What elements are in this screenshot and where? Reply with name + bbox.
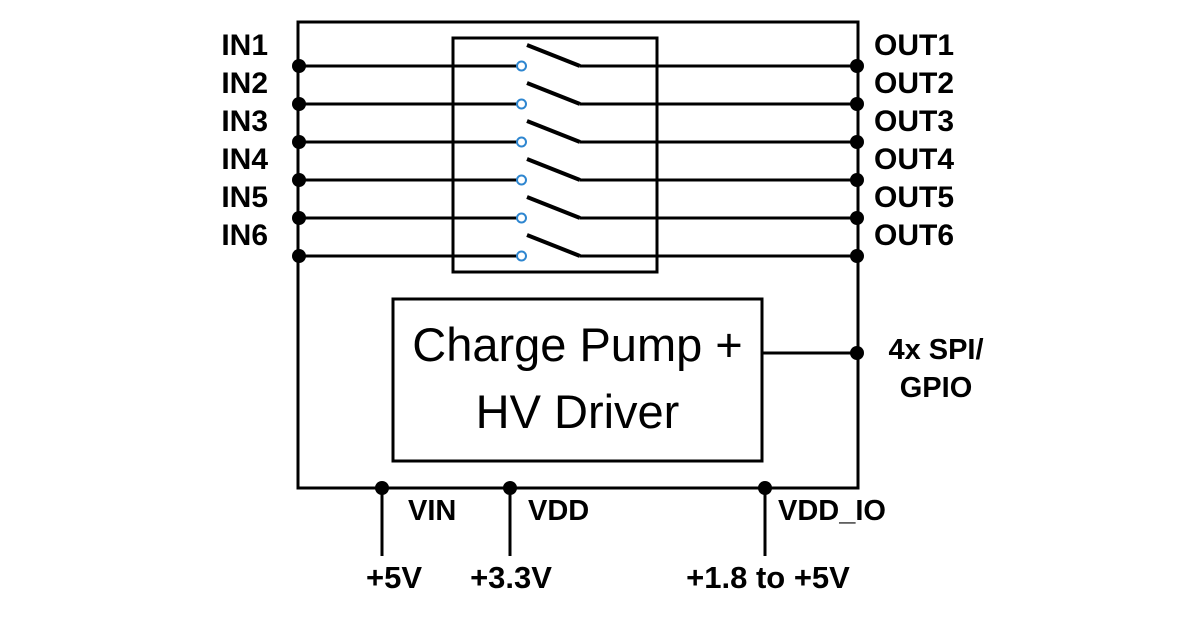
- output-junction-dot: [850, 97, 864, 111]
- voltage-label-vddio: +1.8 to +5V: [686, 560, 850, 595]
- spi-junction-dot: [850, 346, 864, 360]
- output-junction-dot: [850, 135, 864, 149]
- switch-row-2: [292, 81, 864, 111]
- switch-arm-icon: [526, 233, 581, 258]
- output-junction-dot: [850, 173, 864, 187]
- spi-gpio-label-line2: GPIO: [899, 372, 973, 404]
- output-label-1: OUT1: [874, 29, 955, 62]
- switch-arm-icon: [526, 157, 581, 182]
- output-label-4: OUT4: [874, 143, 955, 176]
- input-junction-dot: [292, 135, 306, 149]
- charge-pump-label-line1: Charge Pump +: [412, 318, 743, 371]
- switch-contact-icon: [516, 212, 527, 224]
- vin-junction-dot: [375, 481, 389, 495]
- output-label-6: OUT6: [874, 219, 955, 252]
- vdd-pin: [503, 481, 517, 556]
- switch-row-1: [292, 43, 864, 73]
- input-junction-dot: [292, 59, 306, 73]
- output-label-2: OUT2: [874, 67, 955, 100]
- switch-contact-icon: [516, 60, 527, 72]
- input-label-4: IN4: [221, 143, 268, 176]
- switch-arm-icon: [526, 195, 581, 220]
- spi-gpio-label-line1: 4x SPI/: [888, 334, 984, 366]
- pin-name-vin: VIN: [408, 495, 457, 527]
- vdd-junction-dot: [503, 481, 517, 495]
- switch-row-6: [292, 233, 864, 263]
- output-label-5: OUT5: [874, 181, 955, 214]
- vddio-junction-dot: [758, 481, 772, 495]
- switch-row-4: [292, 157, 864, 187]
- switch-array-box: [451, 36, 659, 274]
- switch-contact-icon: [516, 250, 527, 262]
- vddio-pin: [758, 481, 772, 556]
- output-junction-dot: [850, 59, 864, 73]
- output-junction-dot: [850, 249, 864, 263]
- switch-row-5: [292, 195, 864, 225]
- input-junction-dot: [292, 97, 306, 111]
- charge-pump-label: Charge Pump + HV Driver: [393, 311, 762, 445]
- voltage-label-vin: +5V: [365, 560, 423, 595]
- charge-pump-label-line2: HV Driver: [475, 385, 680, 438]
- switch-contact-icon: [516, 98, 527, 110]
- vin-pin: [375, 481, 389, 556]
- input-junction-dot: [292, 249, 306, 263]
- input-label-5: IN5: [221, 181, 268, 214]
- output-label-3: OUT3: [874, 105, 955, 138]
- output-junction-dot: [850, 211, 864, 225]
- spi-gpio-label: 4x SPI/ GPIO: [866, 331, 1006, 407]
- pin-name-vddio: VDD_IO: [778, 495, 886, 527]
- switch-arm-icon: [526, 81, 581, 106]
- input-label-6: IN6: [221, 219, 268, 252]
- switch-arm-icon: [526, 119, 581, 144]
- switch-contact-icon: [516, 174, 527, 186]
- input-label-1: IN1: [221, 29, 268, 62]
- input-junction-dot: [292, 173, 306, 187]
- input-junction-dot: [292, 211, 306, 225]
- charge-pump-box: [391, 297, 764, 463]
- pin-name-vdd: VDD: [528, 495, 590, 527]
- switch-contact-icon: [516, 136, 527, 148]
- switch-row-3: [292, 119, 864, 149]
- voltage-label-vdd: +3.3V: [470, 560, 552, 595]
- spi-connection: [762, 346, 864, 360]
- switch-arm-icon: [526, 43, 581, 68]
- input-label-2: IN2: [221, 67, 268, 100]
- input-label-3: IN3: [221, 105, 268, 138]
